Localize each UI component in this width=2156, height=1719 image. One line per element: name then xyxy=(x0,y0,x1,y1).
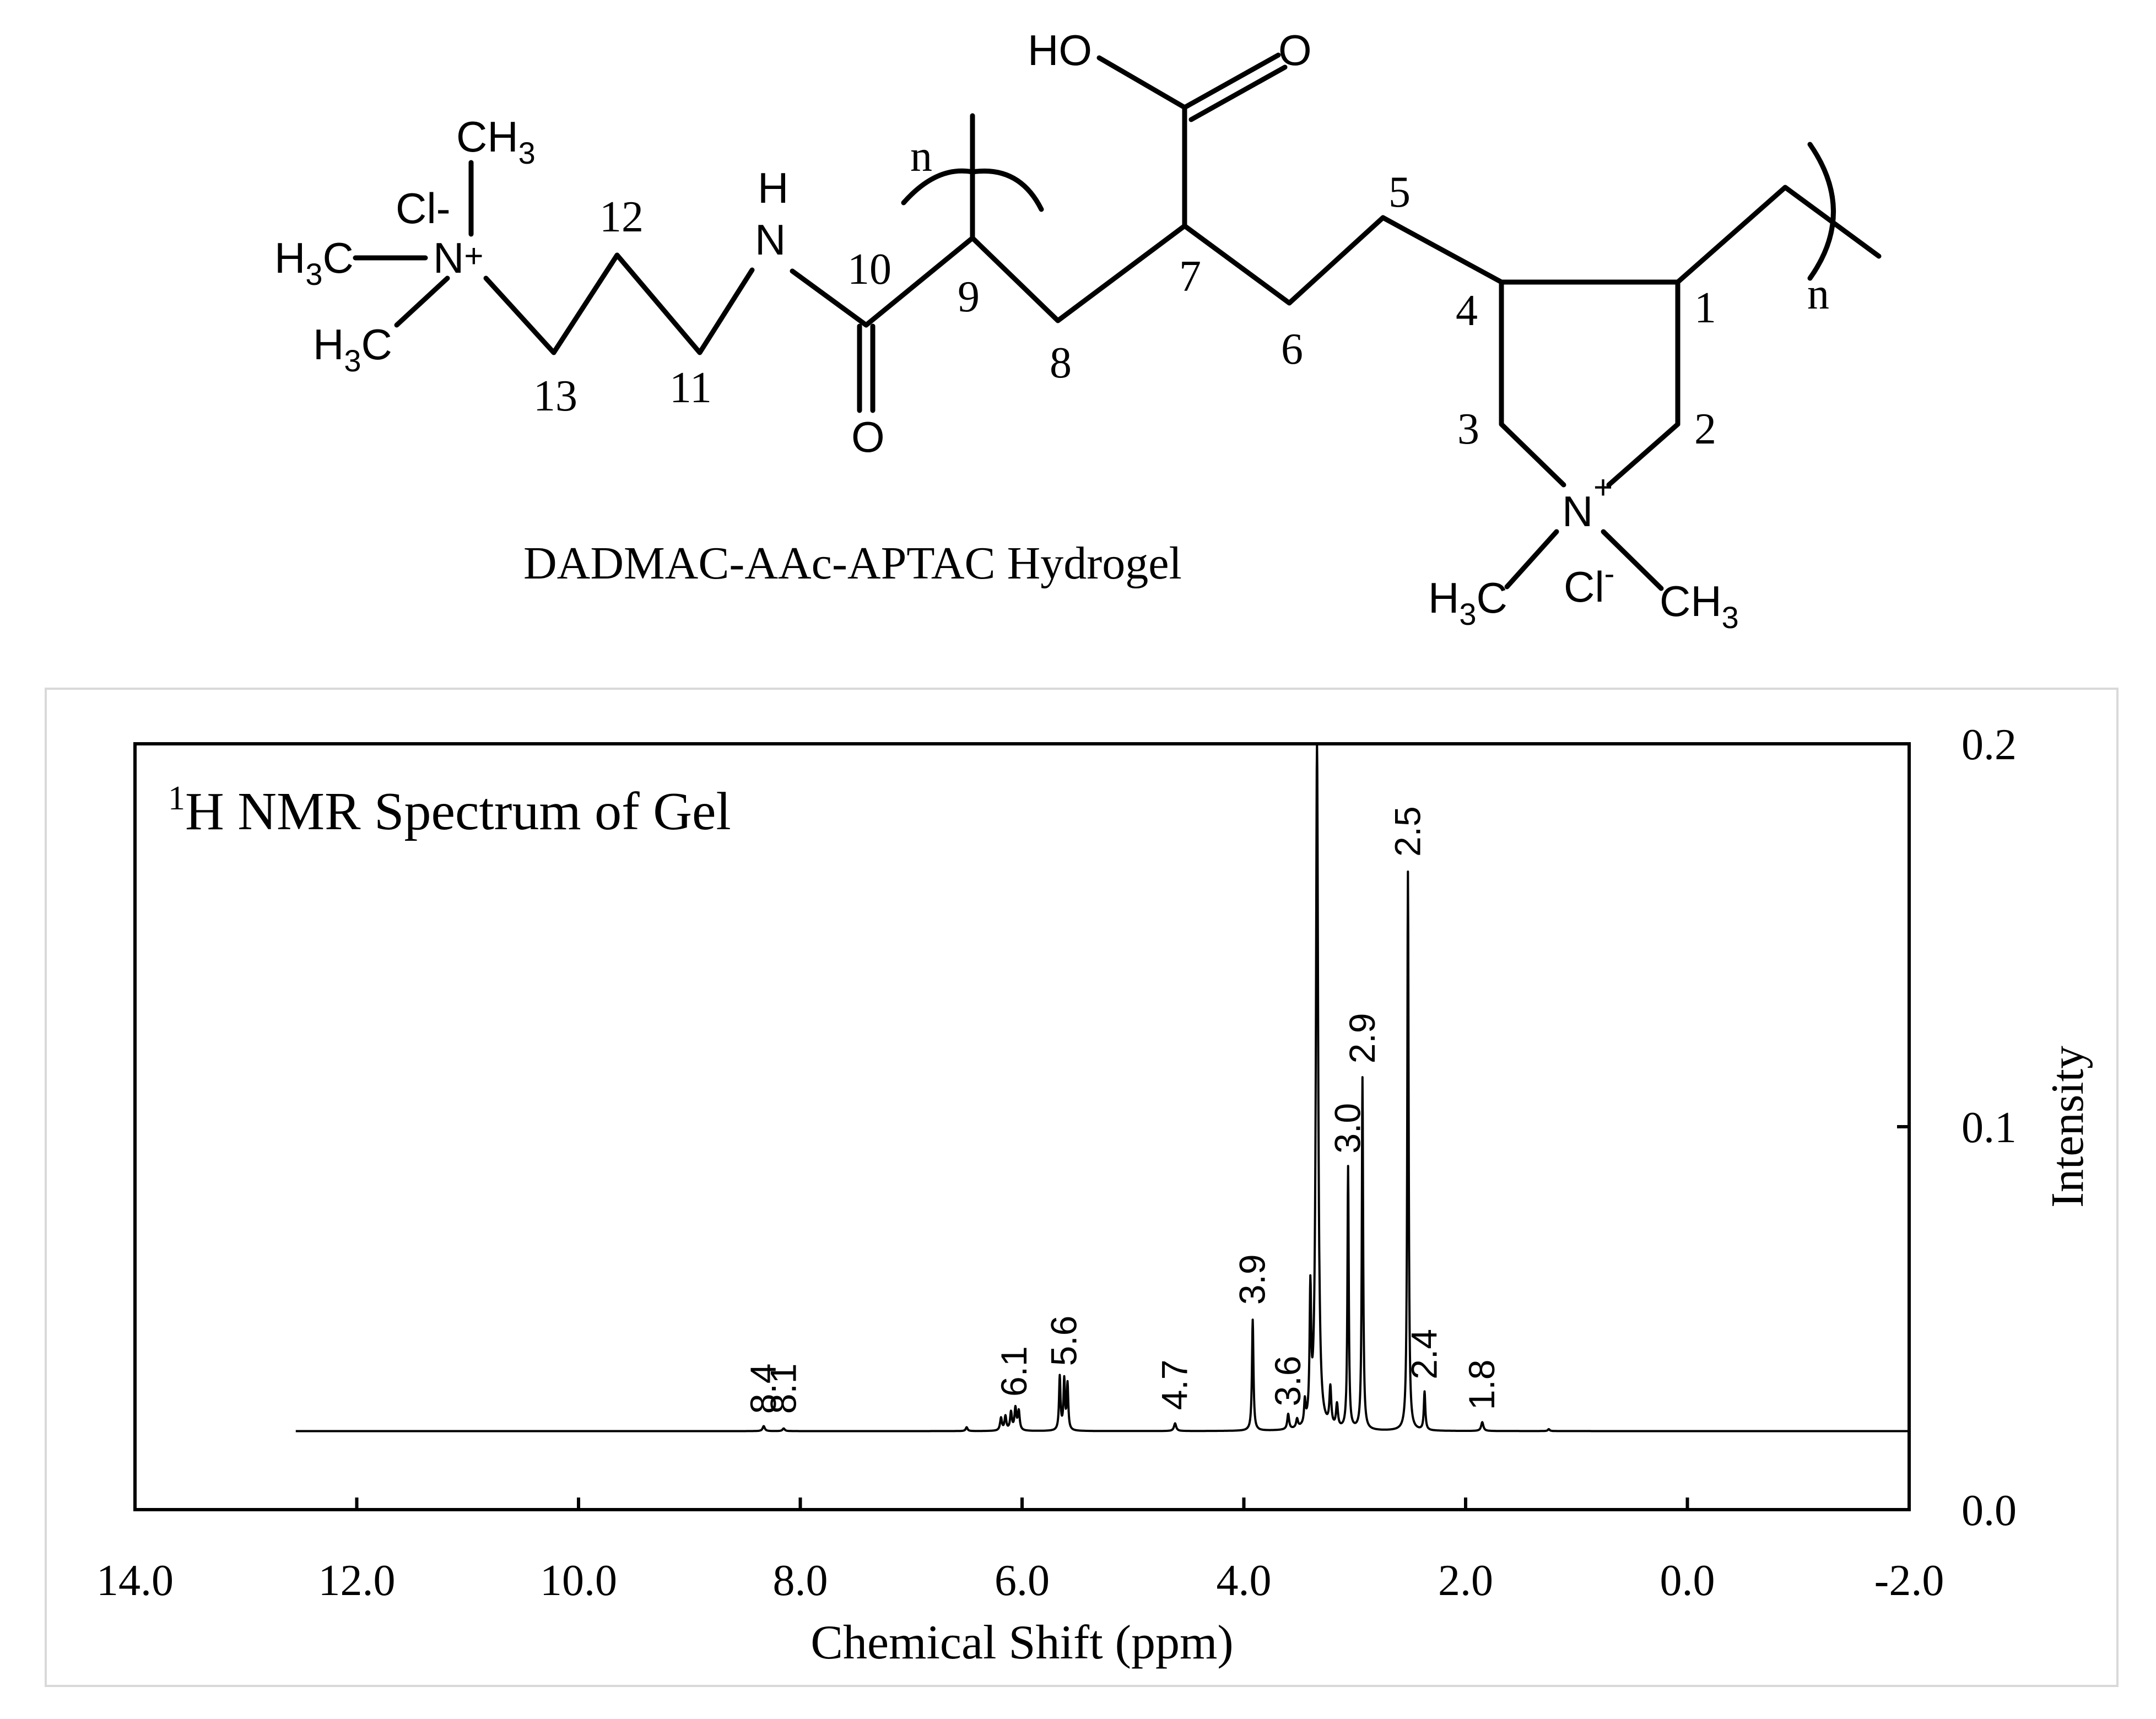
repeat-bracket-left-close xyxy=(970,168,1044,212)
bond-amide xyxy=(790,235,975,328)
peak-label-7: 3.0 xyxy=(1327,1103,1368,1154)
peak-label-2: 6.1 xyxy=(993,1346,1034,1397)
position-label-13: 13 xyxy=(533,372,577,420)
atom-o-acid: O xyxy=(1278,26,1312,74)
position-label-5: 5 xyxy=(1388,168,1411,217)
y-axis-ticks xyxy=(1897,742,1909,1511)
bond-n-ch3-ring-right xyxy=(1601,529,1664,591)
position-label-1: 1 xyxy=(1694,284,1716,332)
repeat-bracket-left-open xyxy=(901,168,975,206)
peak-label-0: 8.4 xyxy=(743,1364,783,1414)
repeat-bracket-right xyxy=(1807,142,1836,281)
atom-n-ring-charge: + xyxy=(1593,469,1613,506)
bond-backbone xyxy=(970,215,1504,323)
atom-n-left: N+ xyxy=(433,234,483,282)
position-label-12: 12 xyxy=(599,193,644,241)
structure-caption: DADMAC-AAc-APTAC Hydrogel xyxy=(523,538,1182,589)
bond-c-o-1 xyxy=(1182,52,1281,110)
position-label-8: 8 xyxy=(1050,339,1072,387)
peak-label-4: 4.7 xyxy=(1154,1360,1195,1410)
position-label-11: 11 xyxy=(669,364,712,412)
chart-title: 1H NMR Spectrum of Gel xyxy=(168,780,731,841)
bond-n-ch3-lower xyxy=(394,275,450,328)
bond-n-ch3-ring-left xyxy=(1504,529,1559,590)
peak-label-10: 2.4 xyxy=(1404,1329,1445,1380)
x-tick-label-3: 8.0 xyxy=(773,1556,828,1605)
peak-label-1: 8.1 xyxy=(763,1364,803,1414)
structure-position-labels: n n 1 2 3 4 5 6 7 8 9 10 11 12 13 xyxy=(533,132,1829,453)
x-tick-label-5: 4.0 xyxy=(1217,1556,1272,1605)
atom-nh-h: H xyxy=(758,164,788,212)
y-tick-label-1: 0.1 xyxy=(1962,1104,2017,1152)
position-label-7: 7 xyxy=(1179,252,1201,301)
peak-label-3: 5.6 xyxy=(1043,1316,1084,1366)
position-label-9: 9 xyxy=(958,273,980,321)
position-label-3: 3 xyxy=(1457,405,1479,453)
x-axis-label: Chemical Shift (ppm) xyxy=(810,1616,1233,1669)
atom-cl-ring: Cl- xyxy=(1564,556,1614,611)
chart-panel-border xyxy=(45,688,2119,1687)
x-tick-label-1: 12.0 xyxy=(318,1556,396,1605)
atom-h3c-lower: H3C xyxy=(313,320,392,378)
x-tick-label-4: 6.0 xyxy=(995,1556,1050,1605)
peak-label-11: 1.8 xyxy=(1461,1360,1502,1410)
atom-ch3-ring: CH3 xyxy=(1660,577,1739,635)
peak-labels: 8.48.1 6.15.6 4.7 3.9 3.6 3.0 2.9 2.5 2.4 1.8 xyxy=(743,806,1502,1414)
y-tick-label-0: 0.0 xyxy=(1962,1486,2017,1535)
bond-c1-chain xyxy=(1675,185,1882,285)
x-tick-label-7: 0.0 xyxy=(1660,1556,1715,1605)
structure-bonds xyxy=(353,52,1882,591)
bond-c-o-2 xyxy=(1188,64,1288,122)
position-label-6: 6 xyxy=(1281,325,1303,374)
atom-nh-n: N xyxy=(755,215,786,264)
x-axis-ticks xyxy=(133,1498,1911,1510)
peak-label-8: 2.9 xyxy=(1342,1013,1382,1064)
position-label-2: 2 xyxy=(1694,405,1716,453)
peak-label-9: 2.5 xyxy=(1387,806,1428,857)
atom-ho: HO xyxy=(1028,26,1092,74)
atom-h3c-left: H3C xyxy=(274,234,354,291)
bond-c3-n xyxy=(1499,421,1566,488)
x-tick-label-0: 14.0 xyxy=(96,1556,174,1605)
atom-o-amide: O xyxy=(851,413,885,461)
y-tick-label-2: 0.2 xyxy=(1962,721,2017,769)
x-tick-label-8: -2.0 xyxy=(1874,1556,1944,1605)
repeat-label-right: n xyxy=(1807,270,1829,318)
x-tick-label-6: 2.0 xyxy=(1438,1556,1493,1605)
repeat-label-left: n xyxy=(910,132,932,181)
structure-atom-labels: HO O O H N CH3 Cl- H3C N+ H3C N + H3C Cl… xyxy=(274,26,1739,635)
position-label-10: 10 xyxy=(847,245,891,294)
peak-label-5: 3.9 xyxy=(1232,1254,1273,1305)
bond-c-oh xyxy=(1096,55,1187,110)
peak-label-6: 3.6 xyxy=(1267,1356,1308,1407)
atom-n-ring: N xyxy=(1562,487,1593,536)
bond-chain-left xyxy=(483,252,755,355)
x-tick-label-2: 10.0 xyxy=(540,1556,617,1605)
atom-h3c-ring: H3C xyxy=(1428,574,1507,631)
bond-c2-n xyxy=(1606,421,1681,488)
spectrum-trace xyxy=(295,743,1910,1432)
position-label-4: 4 xyxy=(1456,286,1478,335)
y-axis-label: Intensity xyxy=(2042,1046,2093,1208)
x-axis-tick-labels: 14.0 12.0 10.0 8.0 6.0 4.0 2.0 0.0 -2.0 xyxy=(96,1556,1944,1605)
atom-ch3-top: CH3 xyxy=(456,112,536,170)
chemical-structure: HO O O H N CH3 Cl- H3C N+ H3C N + H3C Cl… xyxy=(274,26,1882,635)
y-axis-tick-labels: 0.0 0.1 0.2 xyxy=(1962,721,2017,1535)
atom-cl-left: Cl- xyxy=(396,184,451,233)
